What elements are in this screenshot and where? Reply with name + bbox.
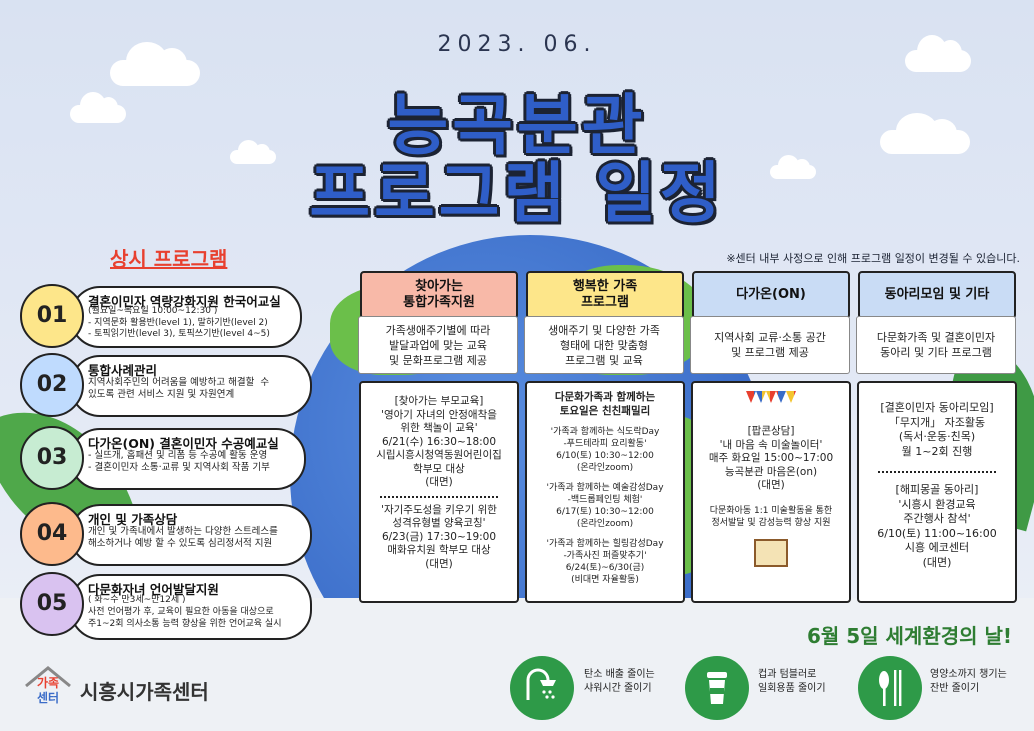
- environment-day-label: 세계환경의 날!: [885, 624, 1012, 648]
- item-title: 다가온(ON) 결혼이민자 수공예교실: [88, 436, 279, 451]
- always-item: 01 결혼이민자 역량강화지원 한국어교실 (월요일~목요일 10:00~12:…: [20, 284, 302, 348]
- item-number: 04: [20, 502, 84, 566]
- schedule-entry: [팝콘상담] '내 마음 속 미술놀이터' 매주 화요일 15:00~17:00…: [708, 425, 834, 491]
- item-number: 01: [20, 284, 84, 348]
- item-pill: [70, 286, 302, 348]
- cloud: [230, 140, 276, 164]
- cloud: [905, 34, 971, 72]
- date: 2023. 06.: [437, 32, 597, 57]
- item-number: 05: [20, 572, 84, 636]
- column-body-visiting-family: [찾아가는 부모교육] '영아기 자녀의 안정애착을 위한 책놀이 교육' 6/…: [359, 381, 519, 603]
- item-number: 02: [20, 353, 84, 417]
- family-center-logo: 가족 센터: [22, 662, 74, 714]
- dotted-divider: [380, 495, 498, 498]
- schedule-entry: [해피몽골 동아리] '시흥시 환경교육 주간행사 참석' 6/10(토) 11…: [877, 483, 997, 569]
- schedule-entry: '가족과 함께하는 식도락Day -푸드테라피 요리활동' 6/10(토) 10…: [550, 427, 660, 473]
- item-description: 개인 및 가족내에서 발생하는 다양한 스트레스를 해소하거나 예방 할 수 있…: [88, 526, 278, 549]
- organization-name: 시흥시가족센터: [80, 680, 209, 704]
- env-tip-text: 영양소까지 챙기는 잔반 줄이기: [930, 669, 1007, 694]
- column-header-dagaon: 다가온(ON): [692, 271, 850, 319]
- item-description: 지역사회주민의 어려움을 예방하고 해결할 수 있도록 관련 서비스 지원 및 …: [88, 377, 270, 400]
- item-number: 03: [20, 426, 84, 490]
- env-tip-text: 컵과 텀블러로 일회용품 줄이기: [758, 669, 826, 694]
- dotted-divider: [878, 471, 996, 473]
- schedule-entry: [결혼이민자 동아리모임] 「무지개」 자조활동 (독서·운동·친목) 월 1~…: [880, 401, 994, 458]
- cloud: [770, 155, 816, 179]
- item-title: 결혼이민자 역량강화지원 한국어교실: [88, 294, 281, 309]
- logo-text-family: 가족: [36, 676, 60, 690]
- cloud: [110, 41, 200, 86]
- always-item: 03 다가온(ON) 결혼이민자 수공예교실 - 실뜨개, 홈패션 및 리폼 등…: [20, 426, 306, 490]
- always-item: 05 다문화자녀 언어발달지원 ( 화~수 만3세~만12세 ) 사전 언어평가…: [20, 572, 312, 640]
- cloud: [70, 92, 126, 123]
- item-description: ( 화~수 만3세~만12세 ) 사전 언어평가 후, 교육이 필요한 아동을 …: [88, 595, 282, 629]
- column-header-club: 동아리모임 및 기타: [858, 271, 1016, 319]
- schedule-entry: [찾아가는 부모교육] '영아기 자녀의 안정애착을 위한 책놀이 교육' 6/…: [376, 395, 502, 488]
- easel-icon: [754, 538, 788, 567]
- always-item: 02 통합사례관리 지역사회주민의 어려움을 예방하고 해결할 수 있도록 관련…: [20, 353, 312, 417]
- item-title: 다문화자녀 언어발달지원: [88, 582, 219, 597]
- schedule-description: 다문화아동 1:1 미술활동을 통한 정서발달 및 감성능력 향상 지원: [709, 505, 833, 528]
- item-pill: [70, 574, 312, 640]
- page-title-line2: 프로그램 일정: [309, 155, 725, 232]
- item-description: - 실뜨개, 홈패션 및 리폼 등 수공예 활동 운영 - 결혼이민자 소통·교…: [88, 450, 270, 473]
- item-title: 통합사례관리: [88, 363, 158, 378]
- bunting-decoration: [746, 391, 796, 403]
- schedule-entry: '가족과 함께하는 힐링감성Day -가족사진 퍼즐맞추기' 6/24(토)~6…: [546, 539, 664, 585]
- item-pill: [70, 355, 312, 417]
- column-description: 생애주기 및 다양한 가족 형태에 대한 맞춤형 프로그램 및 교육: [524, 316, 684, 374]
- column-description: 지역사회 교류·소통 공간 및 프로그램 제공: [690, 316, 850, 374]
- page-title-line1: 능곡분관: [387, 87, 647, 164]
- shower-icon: [510, 656, 574, 720]
- environment-day-date: 6월 5일: [806, 624, 886, 648]
- column-header-visiting-family: 찾아가는 통합가족지원: [360, 271, 518, 319]
- schedule-entry: '가족과 함께하는 예술감성Day -백드롭페인팅 체험' 6/17(토) 10…: [546, 483, 664, 529]
- item-pill: [70, 504, 312, 566]
- column-description: 가족생애주기별에 따라 발달과업에 맞는 교육 및 문화프로그램 제공: [358, 316, 518, 374]
- column-header-happy-family: 행복한 가족 프로그램: [526, 271, 684, 319]
- schedule-entry: '자기주도성을 키우기 위한 성격유형별 양육코칭' 6/23(금) 17:30…: [381, 503, 497, 570]
- schedule-notice: ※센터 내부 사정으로 인해 프로그램 일정이 변경될 수 있습니다.: [726, 252, 1020, 265]
- item-pill: [70, 428, 306, 490]
- environment-day-title: 6월 5일 세계환경의 날!: [807, 620, 1012, 649]
- cup-icon: [685, 656, 749, 720]
- cloud: [880, 113, 970, 154]
- column-body-club: [결혼이민자 동아리모임] 「무지개」 자조활동 (독서·운동·친목) 월 1~…: [857, 381, 1017, 603]
- item-description: (월요일~목요일 10:00~12:30 ) - 지역문화 활용반(level …: [88, 306, 270, 339]
- always-program-title: 상시 프로그램: [110, 247, 228, 271]
- column-body-dagaon: [팝콘상담] '내 마음 속 미술놀이터' 매주 화요일 15:00~17:00…: [691, 381, 851, 603]
- column-body-happy-family: 다문화가족과 함께하는 토요일은 친친패밀리 '가족과 함께하는 식도락Day …: [525, 381, 685, 603]
- friend-family-handwritten-title: 다문화가족과 함께하는 토요일은 친친패밀리: [554, 391, 656, 417]
- env-tip-text: 탄소 배출 줄이는 샤워시간 줄이기: [584, 669, 655, 694]
- always-item: 04 개인 및 가족상담 개인 및 가족내에서 발생하는 다양한 스트레스를 해…: [20, 502, 312, 566]
- item-title: 개인 및 가족상담: [88, 512, 178, 527]
- logo-text-center: 센터: [36, 691, 60, 705]
- utensils-icon: [858, 656, 922, 720]
- column-description: 다문화가족 및 결혼이민자 동아리 및 기타 프로그램: [856, 316, 1016, 374]
